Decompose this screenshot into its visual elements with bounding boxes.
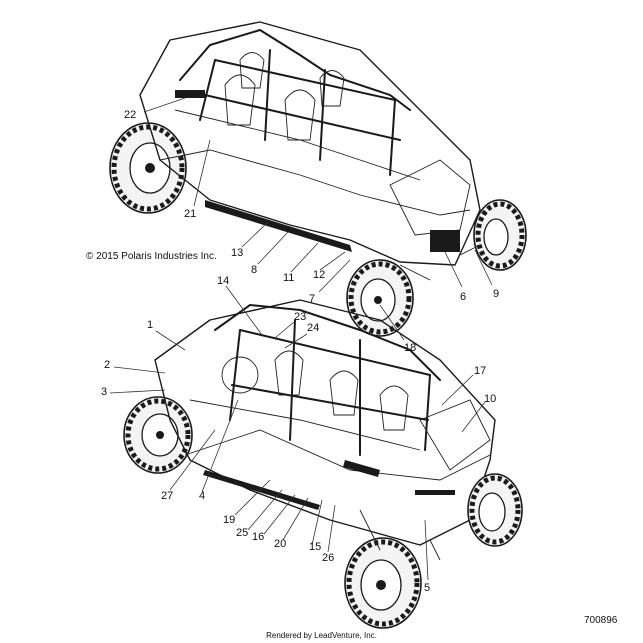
callout-5: 5 (424, 582, 430, 594)
wheel-bottom-rear-left (344, 537, 422, 629)
callout-labels: 22 21 13 8 11 12 7 6 9 14 23 24 1 2 3 18… (101, 109, 499, 594)
callout-25: 25 (236, 527, 248, 539)
callout-4: 4 (199, 490, 205, 502)
callout-8: 8 (251, 264, 257, 276)
copyright-text: © 2015 Polaris Industries Inc. (86, 251, 217, 262)
wheel-bottom-rear-right (467, 473, 523, 547)
callout-16: 16 (252, 531, 264, 543)
callout-21: 21 (184, 208, 196, 220)
diagram-number: 700896 (584, 615, 618, 626)
callout-15: 15 (309, 541, 321, 553)
callout-9: 9 (493, 288, 499, 300)
callout-13: 13 (231, 247, 243, 259)
rendered-by-footer: Rendered by LeadVenture, Inc. (266, 631, 377, 640)
callout-2: 2 (104, 359, 110, 371)
callout-1: 1 (147, 319, 153, 331)
callout-10: 10 (484, 393, 496, 405)
callout-18: 18 (404, 342, 416, 354)
callout-12: 12 (313, 269, 325, 281)
vehicle-bottom-illustration (123, 299, 523, 629)
callout-14: 14 (217, 275, 229, 287)
callout-19: 19 (223, 514, 235, 526)
callout-6: 6 (460, 291, 466, 303)
callout-3: 3 (101, 386, 107, 398)
wheel-top-front-right (473, 199, 527, 271)
vehicle-top-illustration (109, 21, 527, 337)
leader-lines (109, 97, 493, 581)
wheel-bottom-front (123, 396, 193, 474)
callout-20: 20 (274, 538, 286, 550)
wheel-top-rear (109, 122, 187, 214)
callout-17: 17 (474, 365, 486, 377)
callout-11: 11 (283, 272, 294, 284)
callout-27: 27 (161, 490, 173, 502)
callout-26: 26 (322, 552, 334, 564)
callout-7: 7 (309, 293, 315, 305)
wheel-top-front-left (346, 259, 414, 337)
callout-23: 23 (294, 311, 306, 323)
callout-24: 24 (307, 322, 319, 334)
callout-22: 22 (124, 109, 136, 121)
